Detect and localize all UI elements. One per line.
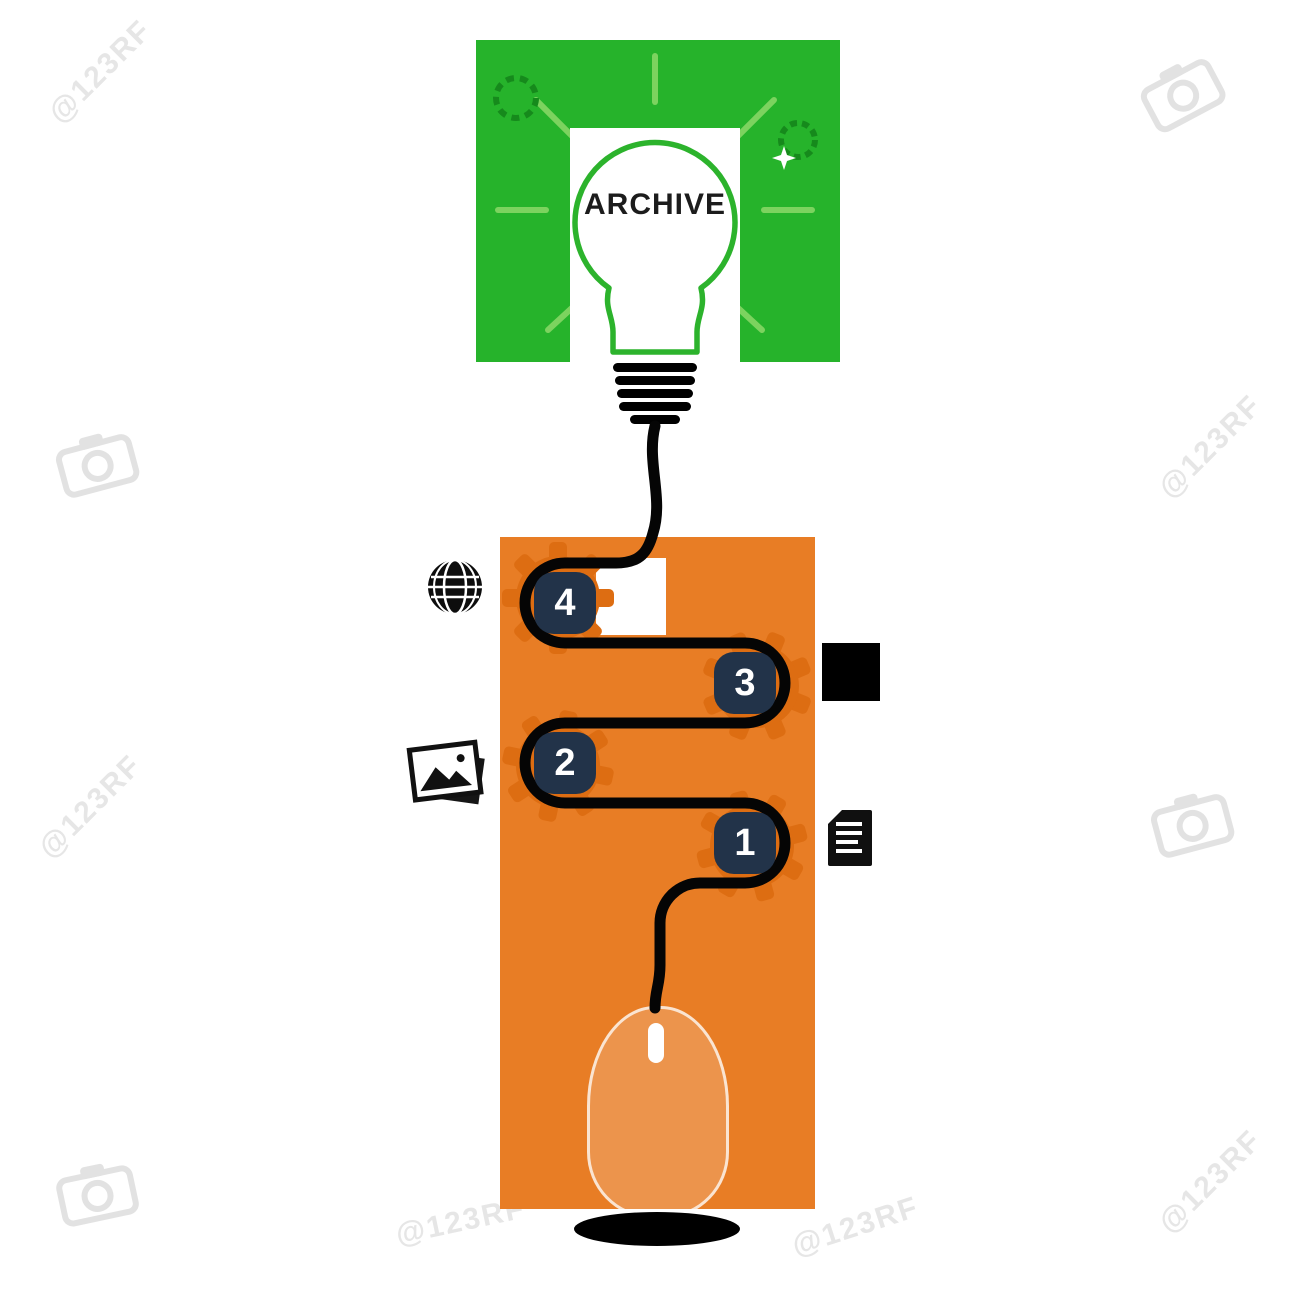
camera-watermark-icon [1143, 780, 1241, 866]
bulb-screw-base [613, 363, 697, 424]
camera-watermark-icon [1129, 44, 1235, 143]
step-number: 1 [734, 821, 756, 864]
step-node-2: 2 [534, 732, 596, 794]
camera-watermark-icon [48, 420, 146, 506]
gear-outline-icon [778, 120, 818, 160]
step-node-3: 3 [714, 652, 776, 714]
solid-square-icon [822, 643, 880, 701]
watermark-text: @123RF [32, 749, 149, 866]
computer-mouse [587, 1006, 729, 1218]
camera-watermark-icon [49, 1152, 145, 1235]
step-number: 3 [734, 661, 756, 704]
watermark-label: @123RF [1152, 1123, 1269, 1240]
watermark-text: @123RF [1152, 389, 1269, 506]
mouse-shadow [574, 1212, 740, 1246]
step-node-1: 1 [714, 812, 776, 874]
watermark-label: @123RF [42, 13, 159, 130]
step-number: 4 [554, 581, 576, 624]
bulb-label: ARCHIVE [583, 188, 726, 221]
watermark-text: @123RF [1152, 1124, 1269, 1241]
bulb-backdrop [570, 128, 740, 362]
gear-outline-icon [493, 75, 539, 121]
watermark-label: @123RF [1152, 388, 1269, 505]
watermark-label: @123RF [32, 748, 149, 865]
document-icon [828, 810, 872, 866]
step-number: 2 [554, 741, 576, 784]
mouse-scroll-wheel [648, 1023, 664, 1063]
panel-notch [596, 558, 666, 635]
globe-icon [428, 558, 482, 616]
photos-icon [406, 739, 485, 805]
watermark-text: @123RF [42, 14, 159, 131]
step-node-4: 4 [534, 572, 596, 634]
sparkle-icon [772, 146, 796, 170]
